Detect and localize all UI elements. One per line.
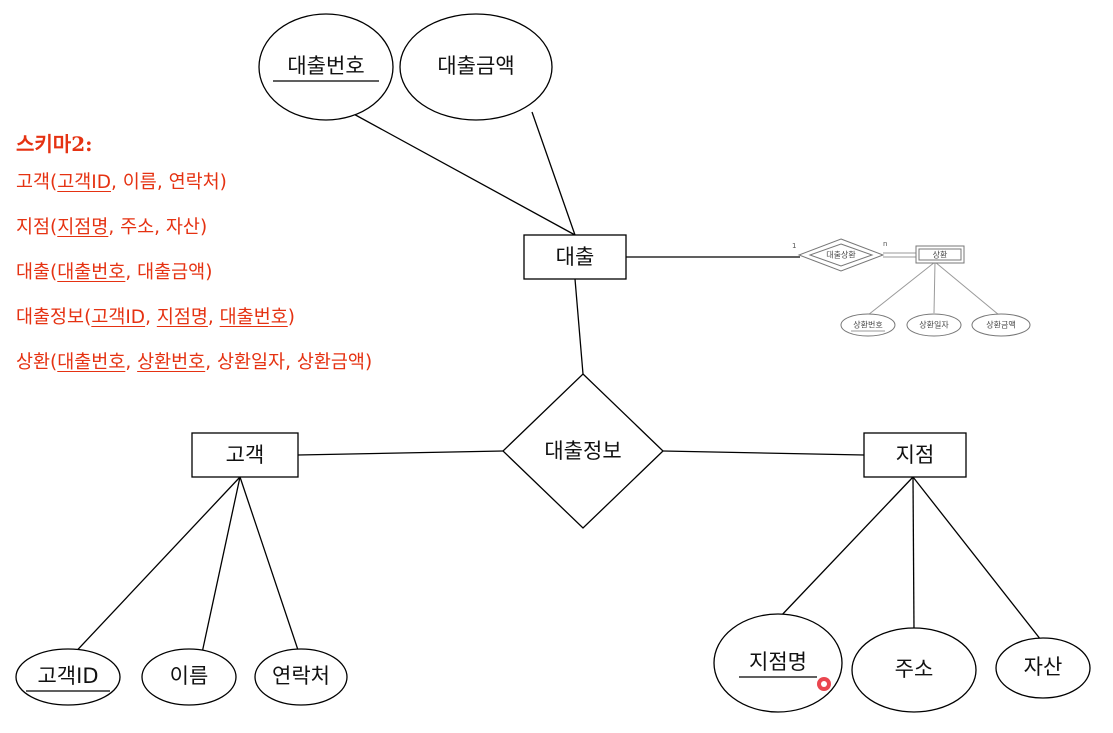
schema-relation: 대출정보(고객ID, 지점명, 대출번호) [16, 307, 295, 328]
schema-pk-attribute: 고객ID [57, 172, 112, 193]
line-loan-amount [531, 111, 576, 236]
schema-panel: 스키마2: 고객(고객ID, 이름, 연락처) 지점(지점명, 주소, 자산) 대출… [16, 128, 372, 396]
line-customer-name [201, 476, 241, 654]
schema-attribute: 자산 [165, 217, 200, 238]
schema-relation-name: 상환 [16, 352, 51, 373]
schema-attribute: 상환금액 [296, 352, 365, 373]
schema-relation-name: 대출 [16, 262, 51, 283]
schema-attribute: 이름 [122, 172, 157, 193]
relationship-loan-info: 대출정보 [502, 373, 664, 529]
entity-branch: 지점 [863, 432, 967, 478]
mini-attr-repay-amount: 상환금액 [971, 313, 1031, 337]
line-loan-number [349, 111, 576, 236]
cursor-marker [817, 677, 831, 691]
schema-attribute: 주소 [120, 217, 155, 238]
schema-relation: 대출(대출번호, 대출금액) [16, 262, 213, 283]
attr-branch-name: 지점명 [713, 613, 843, 713]
attr-customer-contact: 연락처 [254, 648, 348, 706]
schema-relation-name: 고객 [16, 172, 51, 193]
attr-loan-amount: 대출금액 [399, 13, 553, 121]
line-loan-loaninfo [574, 278, 584, 375]
attr-customer-contact-label: 연락처 [272, 664, 330, 688]
relationship-loan-info-label: 대출정보 [544, 439, 621, 463]
line-customer-contact [239, 476, 300, 654]
entity-branch-label: 지점 [896, 443, 935, 467]
mini-weak-relationship: 대출상환 [797, 238, 885, 272]
attr-loan-amount-label: 대출금액 [437, 54, 514, 78]
schema-attribute: 상환일자 [216, 352, 286, 373]
schema-pk-attribute: 지점명 [156, 307, 208, 328]
schema-attribute: 연락처 [168, 172, 220, 193]
schema-relation: 고객(고객ID, 이름, 연락처) [16, 172, 227, 193]
line-customer-loaninfo [297, 450, 504, 456]
line-branch-name [778, 476, 914, 619]
schema-pk-attribute: 대출번호 [219, 307, 288, 328]
schema-pk-attribute: 고객ID [91, 307, 146, 328]
attr-branch-name-label: 지점명 [749, 650, 807, 674]
entity-customer: 고객 [191, 432, 299, 478]
mini-attr-repay-date-label: 상환일자 [919, 320, 949, 330]
attr-loan-number: 대출번호 [258, 13, 394, 121]
schema-pk-attribute: 지점명 [57, 217, 109, 238]
mini-attr-repay-number: 상환번호 [840, 313, 896, 337]
entity-customer-label: 고객 [226, 443, 265, 467]
schema-relations: 고객(고객ID, 이름, 연락처) 지점(지점명, 주소, 자산) 대출(대출번호,… [16, 171, 372, 374]
entity-loan: 대출 [523, 234, 627, 280]
schema-pk-attribute: 상환번호 [137, 352, 206, 373]
attr-branch-assets: 자산 [995, 637, 1091, 699]
mini-card-left: 1 [792, 242, 796, 250]
mini-attr-repay-date: 상환일자 [906, 313, 962, 337]
schema-pk-attribute: 대출번호 [57, 262, 126, 283]
line-loaninfo-branch [662, 450, 865, 456]
attr-loan-number-label: 대출번호 [287, 54, 364, 78]
mini-weak-relationship-label: 대출상환 [826, 250, 856, 260]
attr-customer-id-label: 고객ID [37, 664, 98, 688]
schema-relation: 지점(지점명, 주소, 자산) [16, 217, 208, 238]
mini-weak-entity: 상환 [915, 245, 965, 264]
attr-branch-address: 주소 [851, 627, 977, 713]
line-branch-assets [912, 476, 1042, 641]
mini-attr-repay-amount-label: 상환금액 [986, 320, 1015, 330]
attr-branch-address-label: 주소 [895, 657, 934, 681]
mini-repayment-diagram: 대출상환 상환 1 n 상환번호 상환일자 상환금액 [792, 238, 1031, 337]
attr-customer-name: 이름 [141, 648, 237, 706]
attr-customer-id: 고객ID [15, 648, 121, 706]
entity-loan-label: 대출 [556, 245, 595, 269]
line-branch-address [912, 476, 915, 632]
attr-customer-name-label: 이름 [170, 664, 209, 688]
schema-relation-name: 대출정보 [16, 307, 85, 328]
mini-weak-entity-label: 상환 [933, 250, 948, 260]
schema-title: 스키마2: [16, 132, 93, 156]
mini-card-right: n [883, 240, 887, 248]
line-customer-id [67, 476, 241, 661]
mini-attr-repay-number-label: 상환번호 [853, 320, 882, 330]
schema-pk-attribute: 대출번호 [57, 352, 126, 373]
schema-relation-name: 지점 [16, 217, 51, 238]
schema-attribute: 대출금액 [137, 262, 206, 283]
attr-branch-assets-label: 자산 [1024, 655, 1063, 679]
schema-relation: 상환(대출번호, 상환번호, 상환일자, 상환금액) [16, 352, 373, 373]
